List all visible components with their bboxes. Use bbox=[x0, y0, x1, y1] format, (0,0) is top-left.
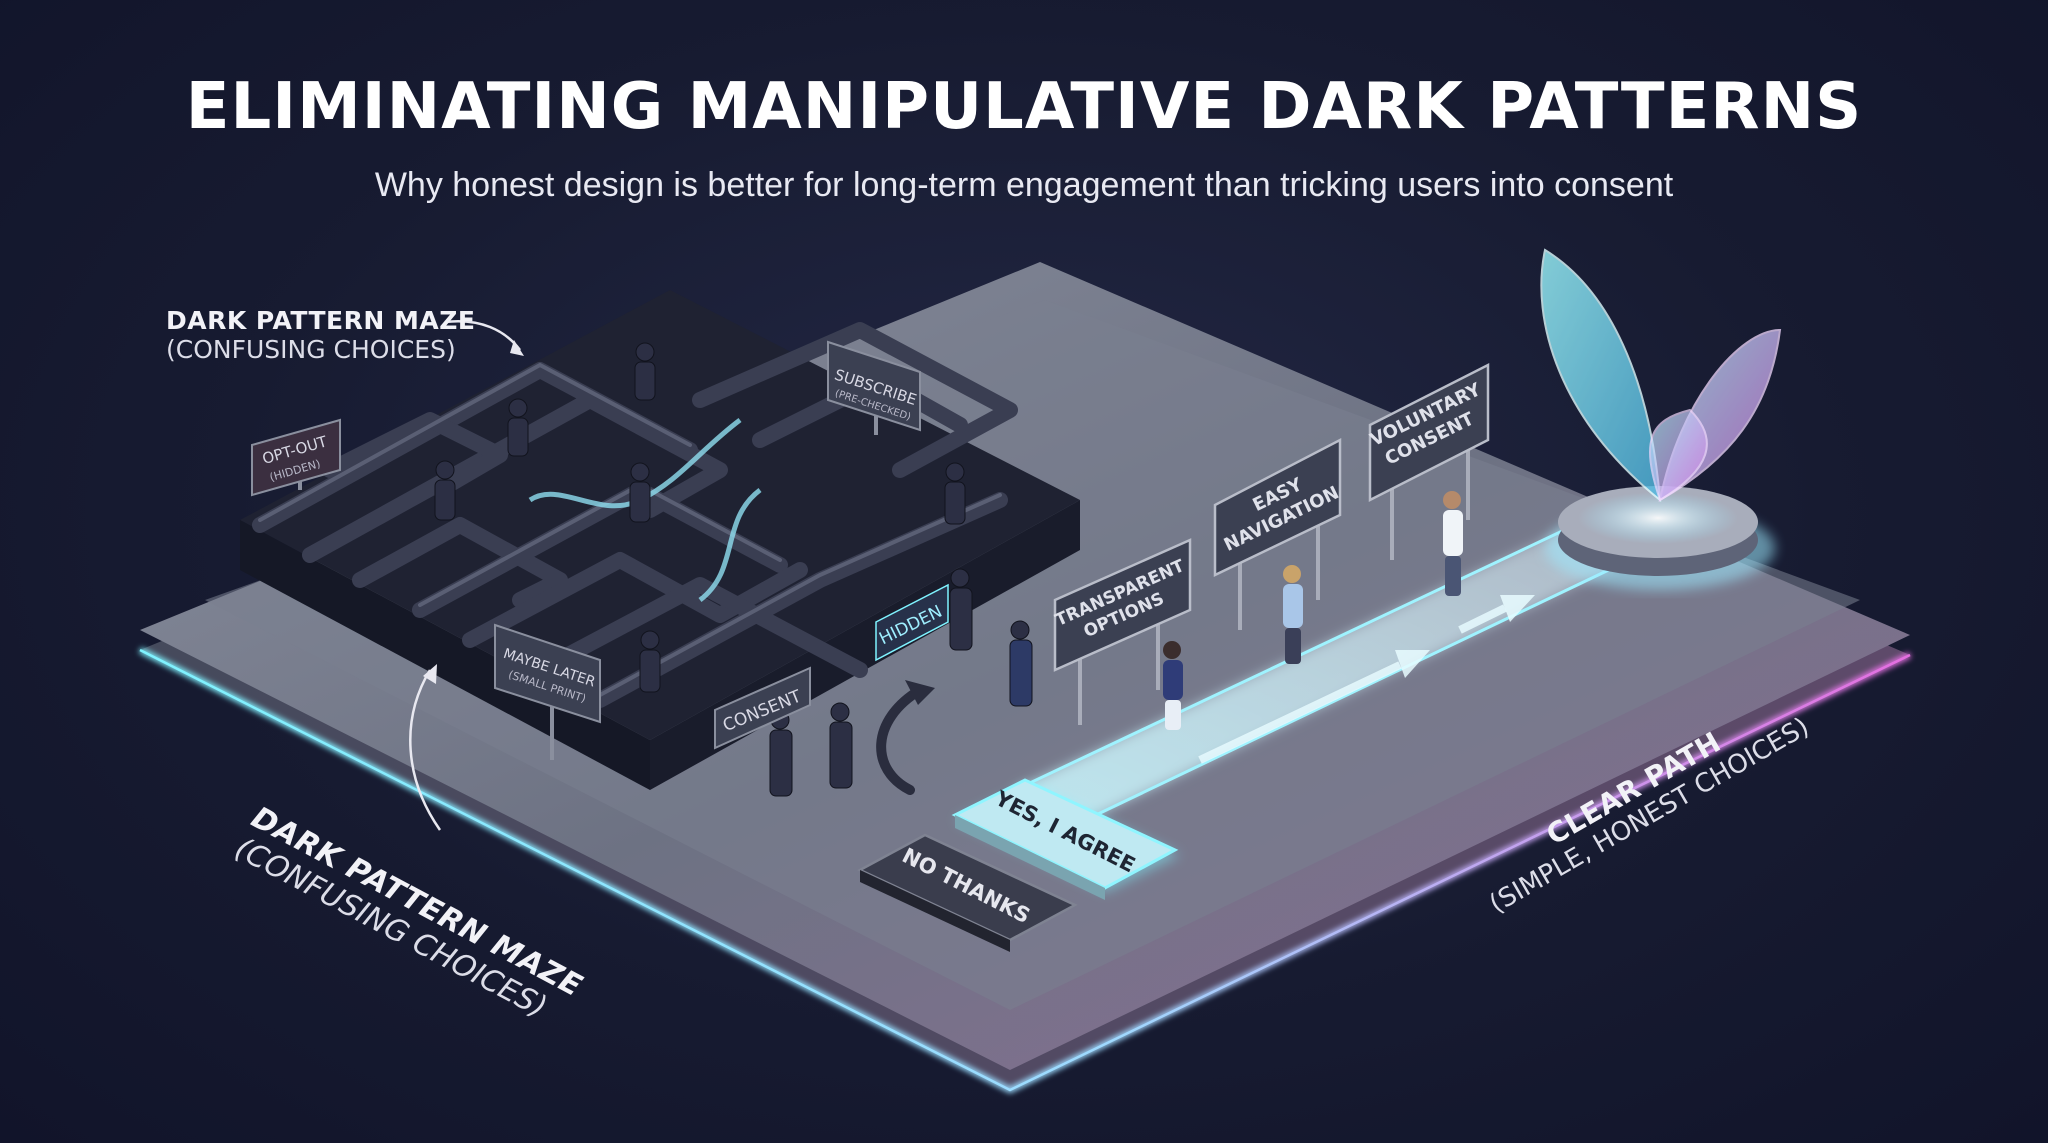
sign-transparent-options: TRANSPARENT OPTIONS bbox=[1052, 538, 1192, 725]
page-subtitle: Why honest design is better for long-ter… bbox=[374, 166, 1674, 204]
clear-path bbox=[1014, 523, 1641, 827]
decline-button[interactable]: NO THANKS bbox=[857, 833, 1078, 952]
sign-hidden: HIDDEN bbox=[875, 583, 949, 662]
path-people bbox=[1163, 491, 1463, 730]
agree-button[interactable]: YES, I AGREE bbox=[951, 778, 1180, 900]
callout-maze-top-heading: DARK PATTERN MAZE bbox=[166, 306, 476, 335]
sign-easy-navigation: EASY NAVIGATION bbox=[1213, 437, 1342, 630]
page-title: ELIMINATING MANIPULATIVE DARK PATTERNS bbox=[185, 70, 1863, 144]
callout-maze-top: DARK PATTERN MAZE (CONFUSING CHOICES) bbox=[166, 306, 475, 364]
sign-opt-out: OPT-OUT (HIDDEN) bbox=[251, 418, 341, 497]
callout-maze-top-sub: (CONFUSING CHOICES) bbox=[166, 335, 456, 364]
maze-people bbox=[434, 342, 1033, 797]
glowing-leaf-icon bbox=[1540, 248, 1782, 590]
